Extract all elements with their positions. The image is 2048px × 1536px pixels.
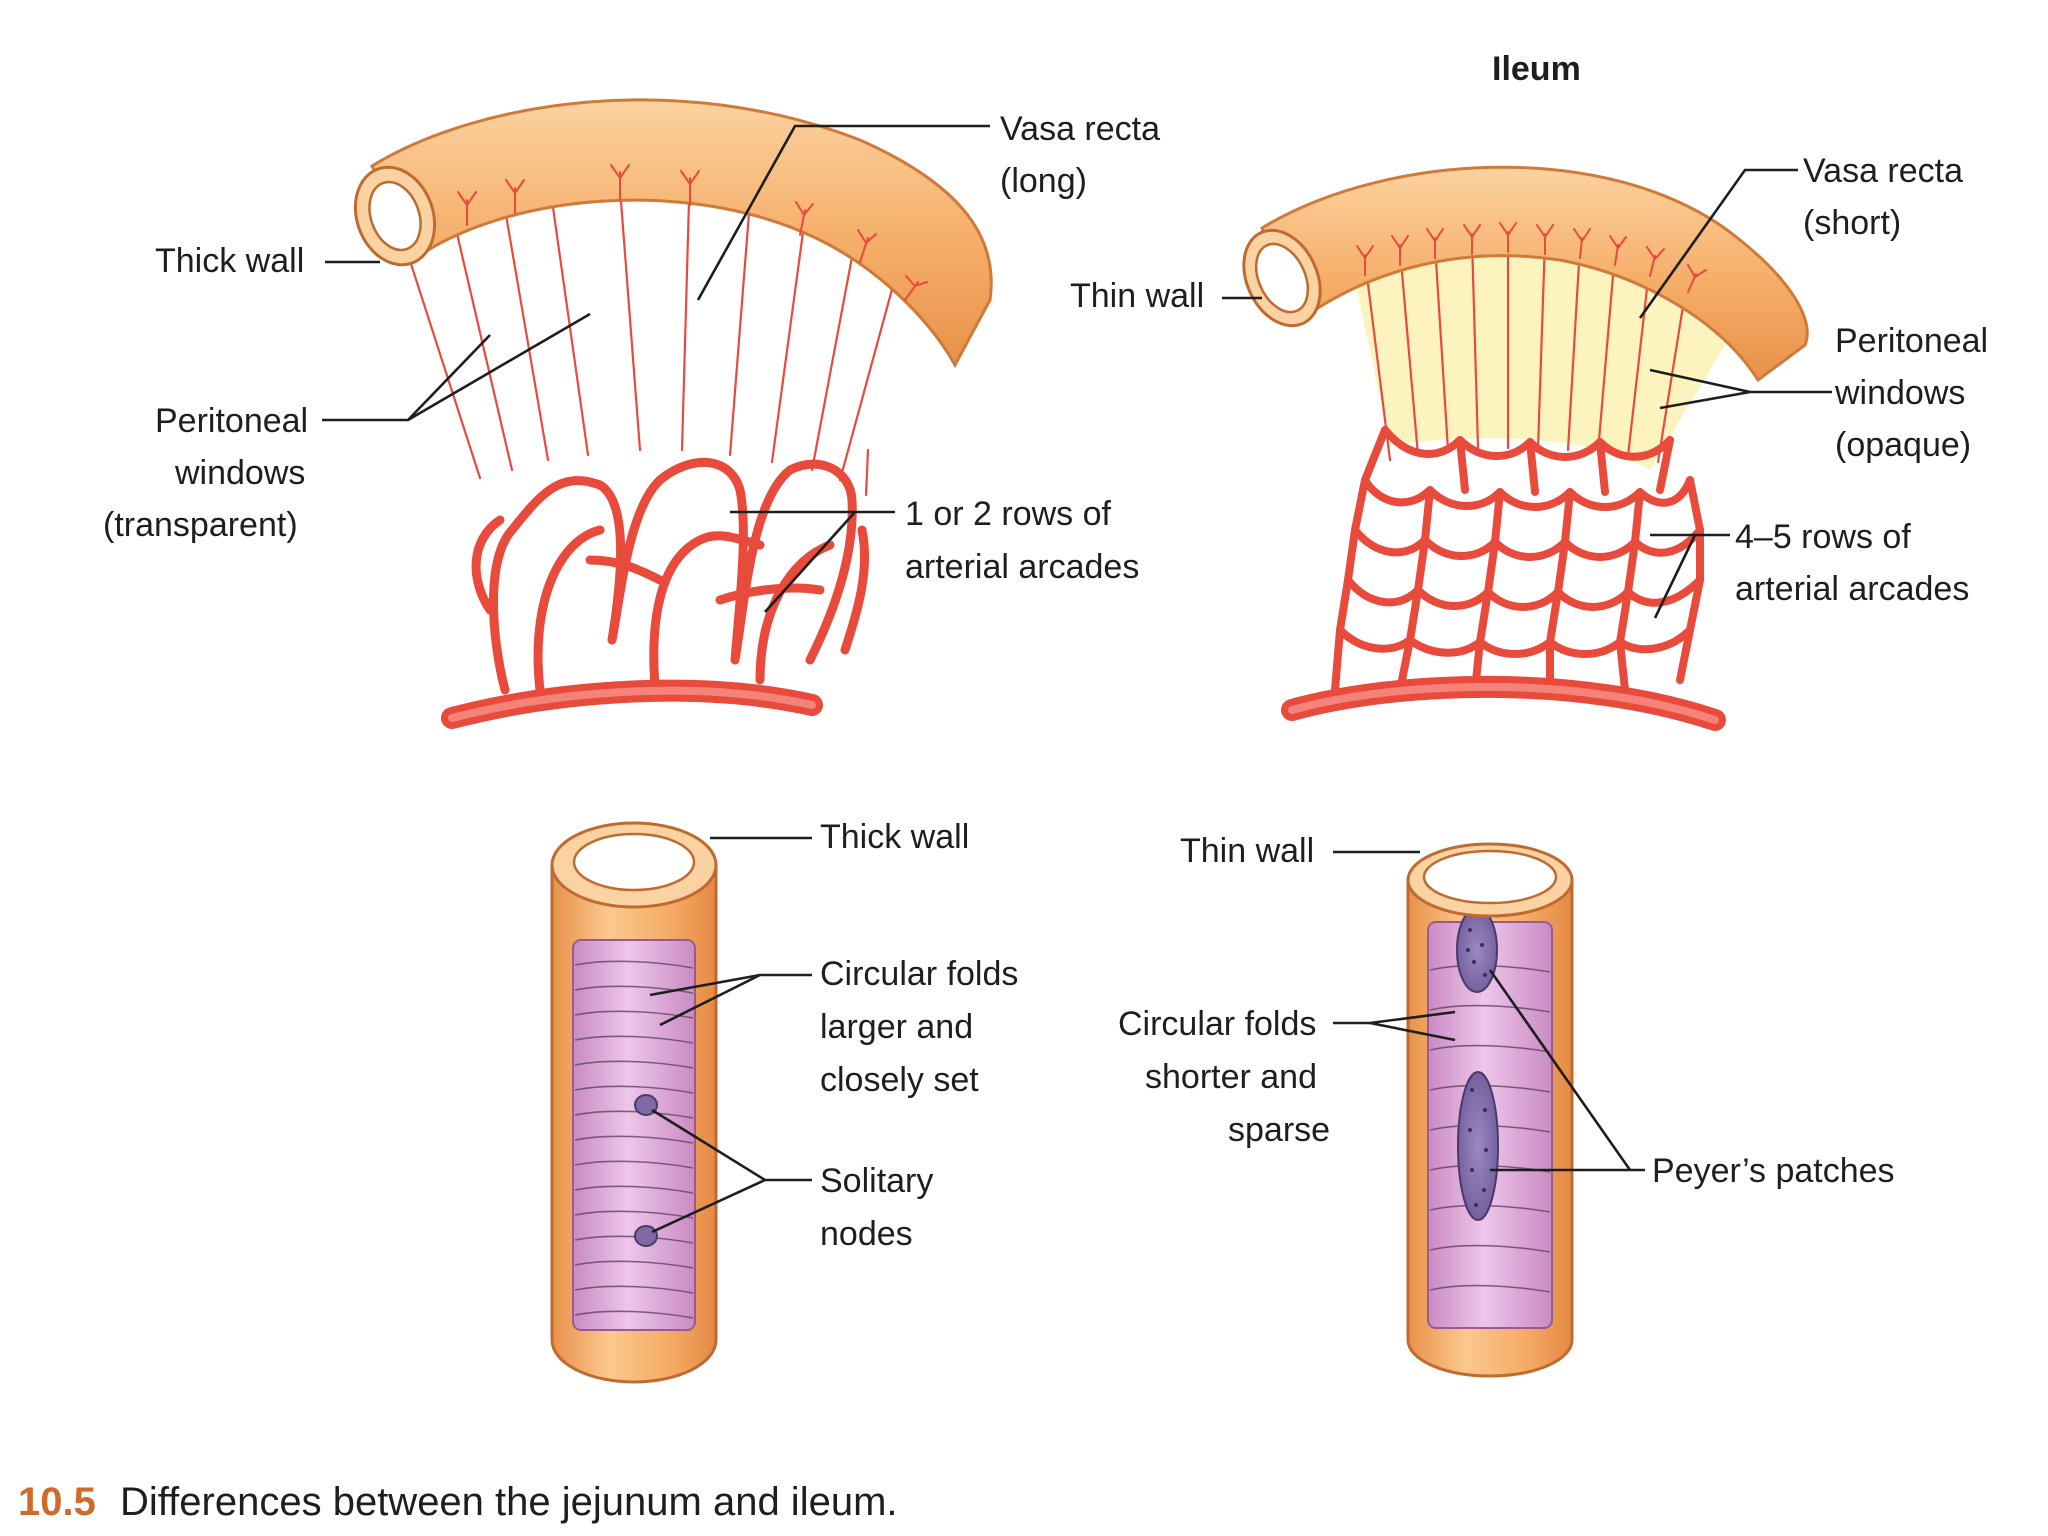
caption-number: 10.5 bbox=[18, 1480, 96, 1524]
ileum-arterial-arcades bbox=[1331, 426, 1704, 694]
jejunum-solitary-node-1 bbox=[634, 1094, 658, 1116]
ileum-circular-folds-label-3: sparse bbox=[1228, 1111, 1330, 1149]
ileum-peritoneal-label-2: windows bbox=[1834, 374, 1965, 412]
ileum-vasa-recta-leader bbox=[1638, 168, 1798, 319]
jejunum-mesentery: Vasa recta (long) Thick wall Peritoneal … bbox=[103, 98, 1160, 729]
jejunum-vasa-recta-branches bbox=[457, 164, 928, 301]
peyers-patch-dots bbox=[1466, 928, 1488, 1207]
jejunum-arcades-leader bbox=[730, 510, 895, 613]
ileum-circular-folds bbox=[1429, 964, 1551, 1293]
ileum-vasa-recta-branches bbox=[1356, 222, 1707, 293]
ileum-tube-thin-wall-label: Thin wall bbox=[1180, 832, 1314, 870]
jejunum-circular-folds bbox=[574, 960, 694, 1319]
peyers-patch-upper bbox=[1456, 907, 1498, 993]
ileum-tube: Thin wall Circular folds shorter and spa… bbox=[1118, 832, 1895, 1378]
ileum-arcades-label-1: 4–5 rows of bbox=[1735, 518, 1911, 556]
peyers-patch-lower bbox=[1457, 1071, 1499, 1221]
jejunum-solitary-node-2 bbox=[634, 1225, 658, 1247]
jejunum-intestine-arc bbox=[370, 98, 993, 369]
peyers-patches-leader bbox=[1488, 969, 1645, 1172]
jejunum-vasa-recta-label-1: Vasa recta bbox=[1000, 110, 1160, 148]
ileum-vasa-recta-label-2: (short) bbox=[1803, 204, 1901, 242]
peyers-patches-label: Peyer’s patches bbox=[1652, 1152, 1895, 1190]
ileum-tube-lumen bbox=[1422, 849, 1558, 905]
jejunum-arcades-label-2: arterial arcades bbox=[905, 548, 1139, 586]
ileum-peritoneal-label-3: (opaque) bbox=[1835, 426, 1971, 464]
jejunum-tube-lumen bbox=[572, 832, 696, 892]
jejunum-vasa-recta-leader bbox=[696, 124, 990, 301]
jejunum-tube: Thick wall Circular folds larger and clo… bbox=[550, 818, 1018, 1384]
jejunum-solitary-nodes-label-1: Solitary bbox=[820, 1162, 933, 1200]
caption-text: Differences between the jejunum and ileu… bbox=[120, 1480, 898, 1524]
jejunum-thick-wall-label: Thick wall bbox=[155, 242, 304, 280]
jejunum-peritoneal-label-2: windows bbox=[174, 454, 305, 492]
jejunum-circular-folds-label-1: Circular folds bbox=[820, 955, 1018, 993]
ileum-circular-folds-label-1: Circular folds bbox=[1118, 1005, 1316, 1043]
jejunum-tube-thick-wall-label: Thick wall bbox=[820, 818, 969, 856]
jejunum-vasa-recta bbox=[390, 160, 902, 497]
jejunum-peritoneal-label-1: Peritoneal bbox=[155, 402, 308, 440]
jejunum-peritoneal-leader bbox=[322, 312, 591, 422]
jejunum-circular-folds-leader bbox=[649, 973, 812, 1027]
jejunum-solitary-nodes-label-2: nodes bbox=[820, 1215, 913, 1253]
figure-caption: 10.5 Differences between the jejunum and… bbox=[18, 1480, 898, 1524]
ileum-arcades-leader bbox=[1650, 533, 1730, 619]
ileum-arcades-label-2: arterial arcades bbox=[1735, 570, 1969, 608]
ileum-mesentery: Ileum bbox=[1070, 50, 1988, 731]
ileum-circular-folds-leader bbox=[1333, 1010, 1456, 1042]
ileum-title: Ileum bbox=[1492, 50, 1581, 88]
ileum-peritoneal-label-1: Peritoneal bbox=[1835, 322, 1988, 360]
jejunum-arcades-label-1: 1 or 2 rows of bbox=[905, 495, 1112, 533]
jejunum-vasa-recta-label-2: (long) bbox=[1000, 162, 1087, 200]
ileum-thin-wall-label: Thin wall bbox=[1070, 277, 1204, 315]
ileum-intestine-arc bbox=[1260, 165, 1809, 383]
jejunum-circular-folds-label-2: larger and bbox=[820, 1008, 973, 1046]
ileum-circular-folds-label-2: shorter and bbox=[1145, 1058, 1317, 1096]
jejunum-peritoneal-label-3: (transparent) bbox=[103, 506, 298, 544]
jejunum-arterial-arcades bbox=[471, 457, 870, 695]
ileum-vasa-recta-label-1: Vasa recta bbox=[1803, 152, 1963, 190]
jejunum-solitary-nodes-leader bbox=[651, 1108, 812, 1234]
jejunum-circular-folds-label-3: closely set bbox=[820, 1061, 979, 1099]
jejunum-tube-mucosa bbox=[572, 939, 696, 1331]
ileum-peritoneal-leader bbox=[1649, 368, 1832, 410]
